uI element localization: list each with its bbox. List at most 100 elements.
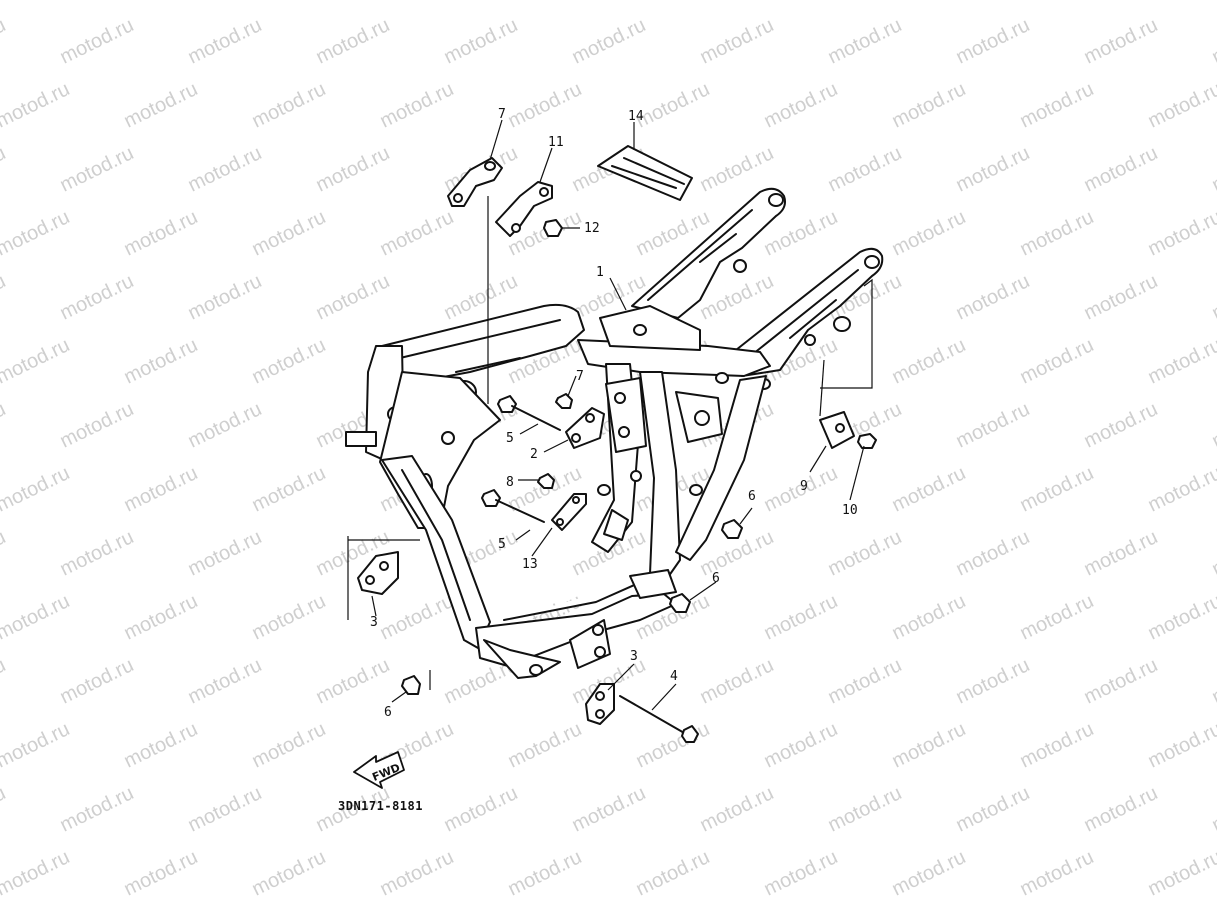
watermark-text: motod.ru	[1209, 14, 1217, 68]
watermark-text: motod.ru	[57, 142, 138, 196]
watermark-text: motod.ru	[825, 526, 906, 580]
watermark-text: motod.ru	[0, 846, 73, 900]
callout-1: 1	[596, 265, 604, 280]
watermark-text: motod.ru	[185, 14, 266, 68]
watermark-text: motod.ru	[761, 78, 842, 132]
callout-12: 12	[584, 221, 600, 236]
watermark-text: motod.ru	[0, 78, 73, 132]
watermark-text: motod.ru	[825, 142, 906, 196]
watermark-text: motod.ru	[889, 0, 970, 4]
watermark-text: motod.ru	[1017, 334, 1098, 388]
watermark-text: motod.ru	[1017, 206, 1098, 260]
watermark-text: motod.ru	[1017, 78, 1098, 132]
callout-2: 2	[530, 447, 538, 462]
watermark-text: motod.ru	[697, 782, 778, 836]
watermark-text: motod.ru	[1081, 142, 1162, 196]
callout-5-upper: 5	[506, 431, 514, 446]
watermark-text: motod.ru	[0, 334, 73, 388]
watermark-text: motod.ru	[505, 846, 586, 900]
callout-4: 4	[670, 669, 678, 684]
watermark-text: motod.ru	[121, 78, 202, 132]
watermark-text: motod.ru	[1145, 846, 1217, 900]
callout-9: 9	[800, 479, 808, 494]
watermark-text: motod.ru	[57, 14, 138, 68]
watermark-text: motod.ru	[185, 270, 266, 324]
watermark-text: motod.ru	[121, 0, 202, 4]
watermark-text: motod.ru	[121, 334, 202, 388]
watermark-text: motod.ru	[1209, 142, 1217, 196]
watermark-text: motod.ru	[0, 526, 9, 580]
watermark-text: motod.ru	[825, 782, 906, 836]
watermark-text: motod.ru	[1081, 398, 1162, 452]
watermark-text: motod.ru	[249, 0, 330, 4]
watermark-text: motod.ru	[57, 270, 138, 324]
watermark-text: motod.ru	[1145, 462, 1217, 516]
bolt-5-lower	[481, 489, 545, 523]
watermark-text: motod.ru	[953, 142, 1034, 196]
engine-plate-13	[551, 493, 587, 531]
nut-6-middle	[669, 593, 691, 613]
watermark-text: motod.ru	[313, 270, 394, 324]
watermark-text: motod.ru	[1081, 270, 1162, 324]
watermark-text: motod.ru	[1145, 78, 1217, 132]
bracket-11	[495, 181, 553, 237]
watermark-text: motod.ru	[505, 78, 586, 132]
watermark-text: motod.ru	[0, 270, 9, 324]
watermark-text: motod.ru	[377, 78, 458, 132]
watermark-text: motod.ru	[1017, 846, 1098, 900]
watermark-text: motod.ru	[1209, 526, 1217, 580]
watermark-text: motod.ru	[57, 398, 138, 452]
watermark-text: motod.ru	[953, 782, 1034, 836]
callout-10: 10	[842, 503, 858, 518]
callout-6-middle: 6	[712, 571, 720, 586]
watermark-text: motod.ru	[761, 846, 842, 900]
watermark-text: motod.ru	[121, 206, 202, 260]
watermark-text: motod.ru	[0, 0, 73, 4]
watermark-text: motod.ru	[633, 0, 714, 4]
watermark-text: motod.ru	[1145, 334, 1217, 388]
watermark-text: motod.ru	[0, 782, 9, 836]
nut-6-right	[721, 519, 743, 539]
watermark-text: motod.ru	[1017, 462, 1098, 516]
watermark-text: motod.ru	[761, 590, 842, 644]
watermark-text: motod.ru	[1145, 206, 1217, 260]
callout-3-bottom: 3	[630, 649, 638, 664]
callout-5-lower: 5	[498, 537, 506, 552]
watermark-text: motod.ru	[0, 142, 9, 196]
watermark-text: motod.ru	[0, 462, 73, 516]
watermark-text: motod.ru	[313, 14, 394, 68]
leader-lines	[347, 119, 873, 711]
watermark-text: motod.ru	[441, 14, 522, 68]
watermark-text: motod.ru	[633, 78, 714, 132]
callout-6-left: 6	[384, 705, 392, 720]
callout-7-upper: 7	[576, 369, 584, 384]
watermark-text: motod.ru	[0, 14, 9, 68]
diagram-code: 3DN171-8181	[338, 799, 423, 813]
bracket-3-bottom	[585, 683, 615, 725]
watermark-text: motod.ru	[377, 0, 458, 4]
watermark-text: motod.ru	[1209, 270, 1217, 324]
callout-13: 13	[522, 557, 538, 572]
callout-7-lower: 8	[506, 475, 514, 490]
watermark-text: motod.ru	[249, 590, 330, 644]
watermark-text: motod.ru	[1017, 590, 1098, 644]
watermark-text: motod.ru	[249, 334, 330, 388]
callout-layer: 7 11 14 12 1 7 2 5 8 5 13 6 6 9 10 3 3 4…	[370, 107, 858, 720]
watermark-text: motod.ru	[889, 590, 970, 644]
watermark-text: motod.ru	[377, 206, 458, 260]
watermark-text: motod.ru	[1145, 590, 1217, 644]
watermark-text: motod.ru	[185, 654, 266, 708]
watermark-text: motod.ru	[825, 14, 906, 68]
watermark-text: motod.ru	[1209, 654, 1217, 708]
watermark-text: motod.ru	[313, 654, 394, 708]
watermark-text: motod.ru	[953, 526, 1034, 580]
watermark-text: motod.ru	[0, 718, 73, 772]
watermark-text: motod.ru	[121, 718, 202, 772]
watermark-text: motod.ru	[0, 654, 9, 708]
watermark-text: motod.ru	[249, 78, 330, 132]
watermark-text: motod.ru	[0, 590, 73, 644]
watermark-text: motod.ru	[1081, 782, 1162, 836]
watermark-text: motod.ru	[697, 14, 778, 68]
